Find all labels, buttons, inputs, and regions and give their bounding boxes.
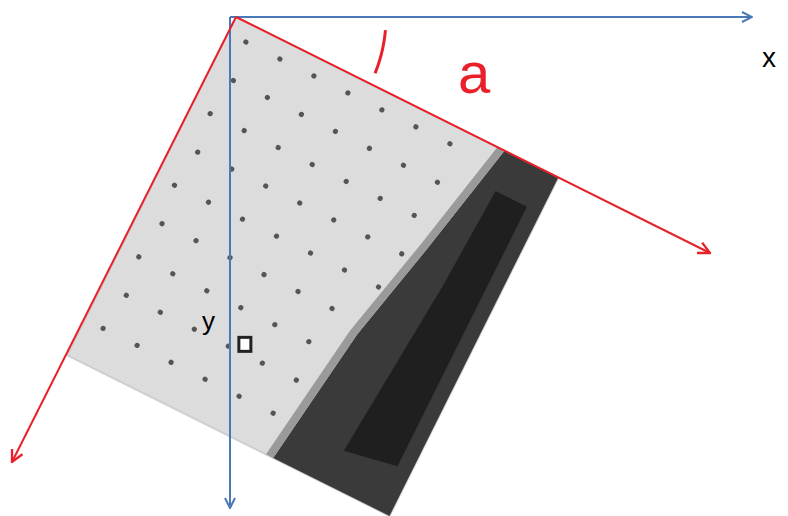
wall-dot [329,305,336,312]
rotated-x-axis [236,17,710,253]
wall-dot [123,292,130,299]
wall-dot [305,338,312,345]
wall-dot [159,220,166,227]
wall-dot [434,179,441,186]
wall-dot [241,127,248,134]
dark-edge [273,120,558,516]
wall-dot [330,216,337,223]
wall-dot [378,106,385,113]
wall-dot [375,283,382,290]
wall-dot [296,199,303,206]
wall-dot [239,216,246,223]
wall-dot [259,360,266,367]
wall-dot [411,212,418,219]
wall-dot [135,253,142,260]
wall-dot [236,393,243,400]
wall-dot [202,376,209,383]
wall-dot [193,237,200,244]
wall-dot [194,149,201,156]
wall-dot [309,161,316,168]
wall-dot [264,94,271,101]
y-axis [229,17,231,508]
wall-photo [67,17,558,516]
wall-dot [191,326,198,333]
wall-dot [298,111,305,118]
wall-dot [276,56,283,63]
axis-label: y [202,308,215,334]
wall-dot [295,288,302,295]
wall-dot [261,271,268,278]
wall-dot [343,178,350,185]
angle-label: a [458,44,490,102]
wall-dot [242,39,249,46]
wall-dot [271,321,278,328]
wall-surface [67,17,558,516]
wall-dot [237,304,244,311]
wall-dot [262,183,269,190]
dot-grid [100,39,459,437]
wall-dot [366,145,373,152]
wall-dot [157,309,164,316]
wall-dot [332,128,339,135]
wall-dot [273,233,280,240]
wall-dot [205,199,212,206]
axis-label: x [762,44,776,72]
wall-dot [446,140,453,147]
rotated-y-axis [12,17,236,462]
wall-dot [270,410,277,417]
dark-window [344,182,527,475]
angle-arc [375,30,385,73]
wall-dot [169,270,176,277]
marker-square [239,337,251,351]
wall-dot [203,287,210,294]
wall-dot [341,267,348,274]
wall-dot [171,182,178,189]
wall-dot [168,359,175,366]
wall-dot [400,162,407,169]
wall-dot [398,250,405,257]
wall-dot [275,144,282,151]
wall-dot [364,233,371,240]
wall-dot [134,342,141,349]
wall-dot [207,110,214,117]
wall-dot [100,325,107,332]
wall-dot [377,195,384,202]
wall-dot [293,377,300,384]
wall-dot [412,123,419,130]
x-axis [230,16,752,18]
wall-dot [307,250,314,257]
wall-dot [344,89,351,96]
photo-border [67,17,558,516]
wall-dot [310,72,317,79]
